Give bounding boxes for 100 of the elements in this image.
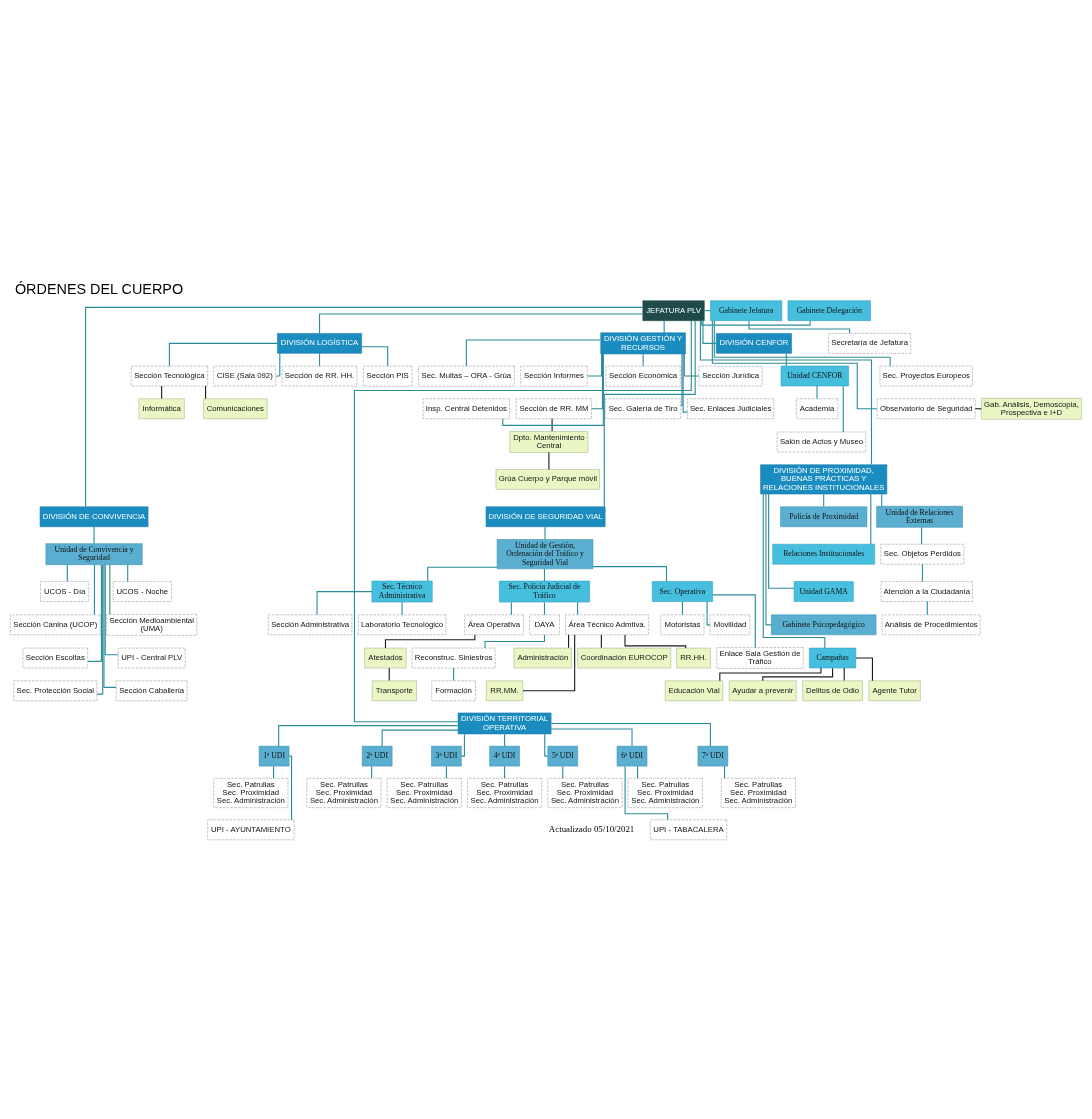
connector	[568, 633, 570, 648]
connector	[550, 722, 711, 747]
connector	[703, 309, 711, 311]
node-box: Unidad GAMA	[793, 580, 854, 602]
node-box: 3ª UDI	[431, 745, 462, 766]
connector	[427, 566, 498, 581]
connector	[637, 765, 639, 779]
node-box: 4ª UDI	[489, 745, 520, 766]
node-box: 5ª UDI	[547, 745, 578, 766]
node-box: Sec. Operativa	[651, 580, 713, 602]
connector	[87, 563, 102, 662]
node-box: Unidad de Convivencia y Seguridad	[45, 542, 143, 565]
connector	[103, 563, 117, 688]
connector	[702, 319, 717, 344]
connector	[870, 493, 872, 545]
connector	[642, 353, 644, 366]
connector	[562, 765, 564, 779]
caption: Actualizado 05/10/2021	[548, 823, 635, 834]
node-box: Unidad de Relaciones Externas	[876, 505, 963, 528]
connector	[762, 493, 826, 649]
connector	[93, 563, 96, 615]
connector	[711, 319, 878, 409]
connector	[109, 563, 111, 615]
connector	[591, 352, 604, 409]
connector	[85, 306, 644, 507]
connector	[712, 593, 756, 648]
connector	[371, 765, 373, 779]
node-box: 7ª UDI	[697, 745, 729, 766]
connector	[765, 493, 772, 625]
connector	[353, 319, 692, 722]
connector	[701, 319, 811, 326]
connector	[680, 353, 683, 406]
connector	[168, 342, 278, 367]
connector	[445, 765, 447, 779]
connector	[586, 353, 603, 377]
connector	[275, 352, 281, 377]
connector	[319, 312, 644, 334]
connector	[381, 729, 459, 747]
connector	[388, 667, 390, 681]
node-box: Policía de Proximidad	[780, 506, 868, 527]
connector	[510, 601, 512, 615]
node-box: 2ª UDI	[361, 745, 393, 766]
connector	[592, 565, 668, 582]
connector	[401, 601, 403, 615]
node-box: Campañas	[809, 647, 857, 668]
connector	[550, 727, 633, 747]
connector	[504, 765, 506, 779]
connector	[577, 601, 579, 615]
connector	[484, 633, 546, 649]
connector	[719, 667, 822, 681]
connector	[161, 385, 163, 399]
connector	[551, 417, 553, 432]
connector	[681, 600, 683, 615]
connector	[93, 525, 95, 544]
connector	[768, 493, 795, 589]
connector	[104, 563, 119, 655]
connector	[600, 633, 602, 648]
connector	[522, 633, 576, 691]
connector	[816, 385, 818, 399]
connector	[682, 352, 688, 413]
connector	[548, 451, 550, 470]
connector	[663, 319, 665, 333]
connector	[361, 345, 389, 366]
connector	[842, 385, 844, 432]
connector	[699, 319, 873, 465]
connector	[926, 600, 928, 615]
connector	[843, 667, 845, 681]
node-box: 1ª UDI	[258, 745, 290, 766]
connector	[504, 733, 506, 746]
node-box: Gabinete Jefatura	[710, 299, 783, 321]
connector	[624, 765, 669, 820]
connector	[460, 733, 465, 757]
connector	[273, 765, 275, 779]
connector	[823, 493, 825, 507]
connector	[855, 657, 873, 681]
connector	[543, 601, 546, 615]
connector	[96, 563, 104, 695]
connector	[319, 352, 321, 366]
node-box: 6ª UDI	[616, 745, 648, 766]
connector	[288, 755, 293, 820]
connector	[544, 525, 546, 540]
connector	[502, 352, 604, 426]
node-box: Sec. Policía Judicial de Tráfico	[499, 580, 590, 602]
connector	[724, 765, 726, 779]
connector	[453, 667, 455, 681]
node-box: Unidad de Gestión, Ordenación del Tráfico y Seguridad Vial	[496, 538, 594, 569]
connector	[748, 319, 851, 334]
connector	[544, 733, 549, 757]
node-box: Unidad CENFOR	[780, 365, 849, 386]
connector	[278, 724, 459, 747]
connector	[205, 385, 207, 399]
node-box: Gabinete Delegación	[787, 299, 871, 321]
connector	[624, 633, 687, 649]
connector	[881, 493, 883, 507]
connector	[683, 353, 700, 377]
node-box: Gabinete Psicopedagógico	[771, 614, 877, 635]
node-box: Relaciones Institucionales	[772, 543, 875, 564]
connector	[384, 633, 476, 649]
connector	[785, 352, 787, 366]
diagram-title: ÓRDENES DEL CUERPO	[14, 280, 184, 297]
